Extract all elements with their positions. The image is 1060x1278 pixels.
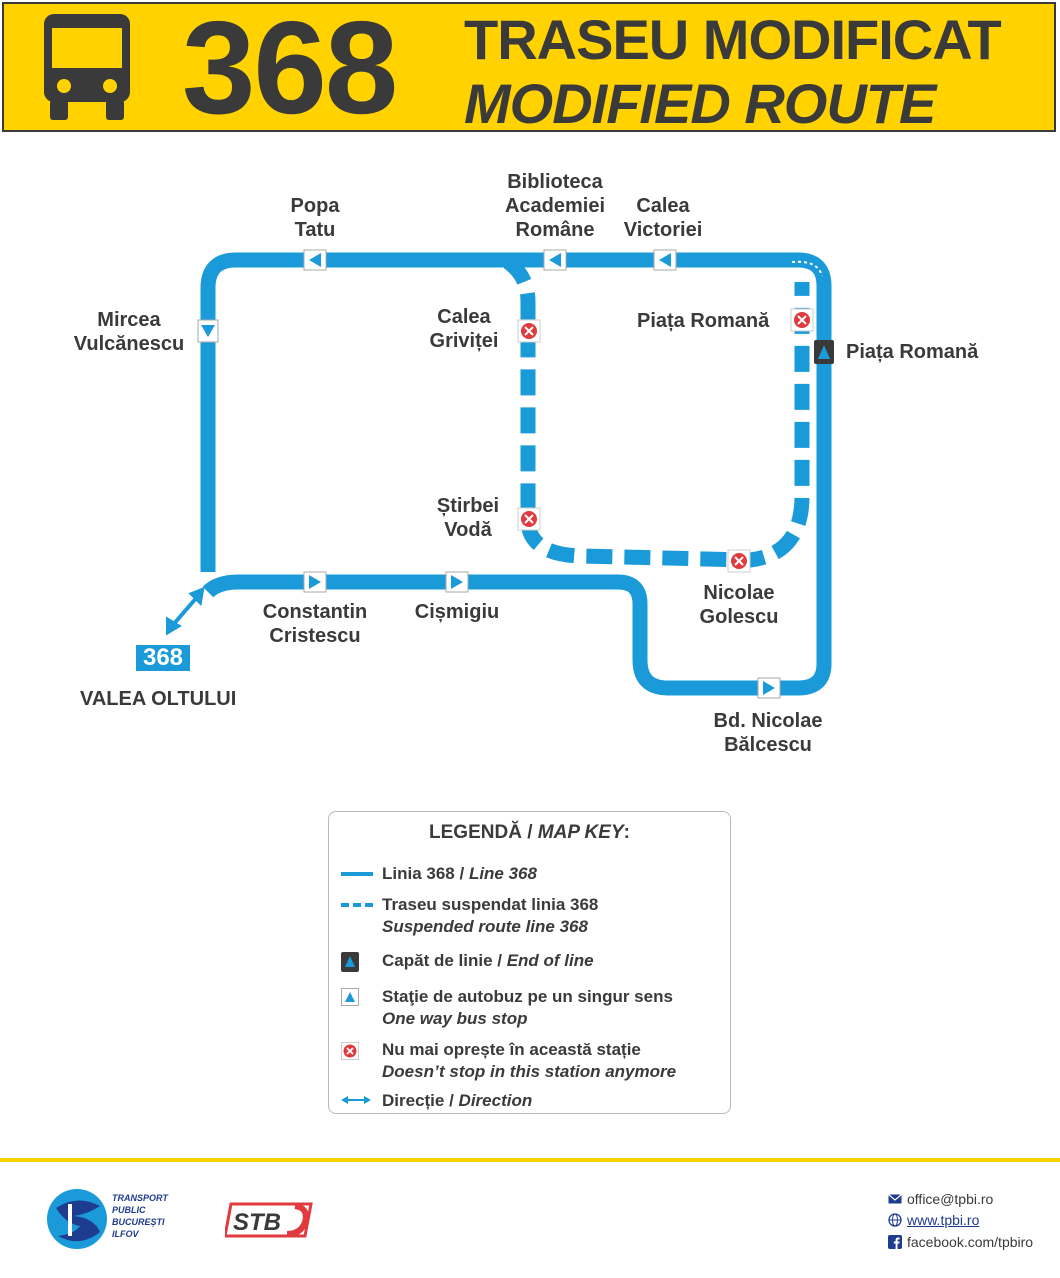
closed-stop-stirbei	[517, 507, 541, 531]
stop-label-calea-grivitei: Calea Griviței	[429, 306, 499, 352]
stop-label-cismigiu: Cișmigiu	[414, 601, 500, 623]
bus-icon	[44, 14, 130, 120]
route-line-suspended	[503, 255, 810, 568]
route-number: 368	[182, 0, 398, 141]
one-way-stop-icon	[341, 988, 359, 1006]
legend-item-line: Linia 368 / Line 368	[382, 864, 537, 883]
title-en: MODIFIED ROUTE	[464, 72, 936, 135]
route-badge: 368	[136, 645, 190, 671]
stop-label-balcescu: Bd. Nicolae Bălcescu	[713, 710, 823, 756]
stop-label-nicolae-golescu: Nicolae Golescu	[699, 582, 779, 628]
facebook-icon	[888, 1235, 902, 1249]
stop-label-constantin-cristescu: Constantin Cristescu	[262, 601, 368, 647]
header-banner: 368 TRASEU MODIFICAT MODIFIED ROUTE	[2, 0, 1056, 138]
svg-text:STB: STB	[233, 1209, 281, 1236]
legend-item-direction: Direcție / Direction	[382, 1091, 533, 1110]
one-way-stop-balcescu	[757, 677, 781, 699]
closed-stop-piata-romana	[790, 308, 814, 332]
stop-label-biblioteca: Biblioteca Academiei Române	[504, 171, 606, 241]
closed-stop-grivitei	[517, 319, 541, 343]
one-way-stop-biblioteca	[543, 249, 567, 271]
tpbi-logo	[47, 1189, 107, 1249]
legend: LEGENDĂ / MAP KEY: Linia 368 / Line 368 …	[328, 811, 731, 1114]
stb-logo: STB	[225, 1202, 313, 1238]
terminus-label: VALEA OLTULUI	[80, 688, 237, 710]
one-way-stop-popa-tatu	[303, 249, 327, 271]
globe-icon	[888, 1213, 902, 1227]
one-way-stop-constantin	[303, 571, 327, 593]
title-ro: TRASEU MODIFICAT	[464, 8, 1002, 71]
stop-label-piata-romana-closed: Piața Romană	[637, 310, 770, 332]
contact-email[interactable]: office@tpbi.ro	[888, 1190, 993, 1208]
end-of-line-piata-romana	[814, 340, 834, 364]
stop-label-stirbei-voda: Știrbei Vodă	[436, 495, 500, 541]
end-of-line-icon	[341, 952, 359, 972]
stop-label-calea-victoriei: Calea Victoriei	[623, 195, 703, 241]
contact-website[interactable]: www.tpbi.ro	[888, 1211, 979, 1229]
closed-stop-golescu	[727, 549, 751, 573]
solid-line-symbol	[341, 872, 373, 876]
route-map	[166, 249, 834, 699]
one-way-stop-cismigiu	[445, 571, 469, 593]
footer-divider	[0, 1158, 1060, 1162]
stop-label-popa-tatu: Popa Tatu	[290, 195, 340, 241]
stop-label-mircea: Mircea Vulcănescu	[73, 309, 185, 355]
one-way-stop-calea-victoriei	[653, 249, 677, 271]
mail-icon	[888, 1194, 902, 1204]
dashed-line-symbol	[341, 903, 373, 907]
legend-title: LEGENDĂ / MAP KEY:	[429, 822, 630, 843]
route-line-solid	[200, 252, 832, 696]
direction-icon	[341, 1096, 371, 1104]
legend-item-end: Capăt de linie / End of line	[382, 951, 594, 970]
contact-facebook[interactable]: facebook.com/tpbiro	[888, 1233, 1033, 1251]
one-way-stop-mircea	[197, 319, 219, 343]
stop-label-piata-romana-terminal: Piața Romană	[846, 341, 979, 363]
direction-arrow	[166, 586, 205, 636]
closed-stop-icon	[341, 1042, 359, 1060]
